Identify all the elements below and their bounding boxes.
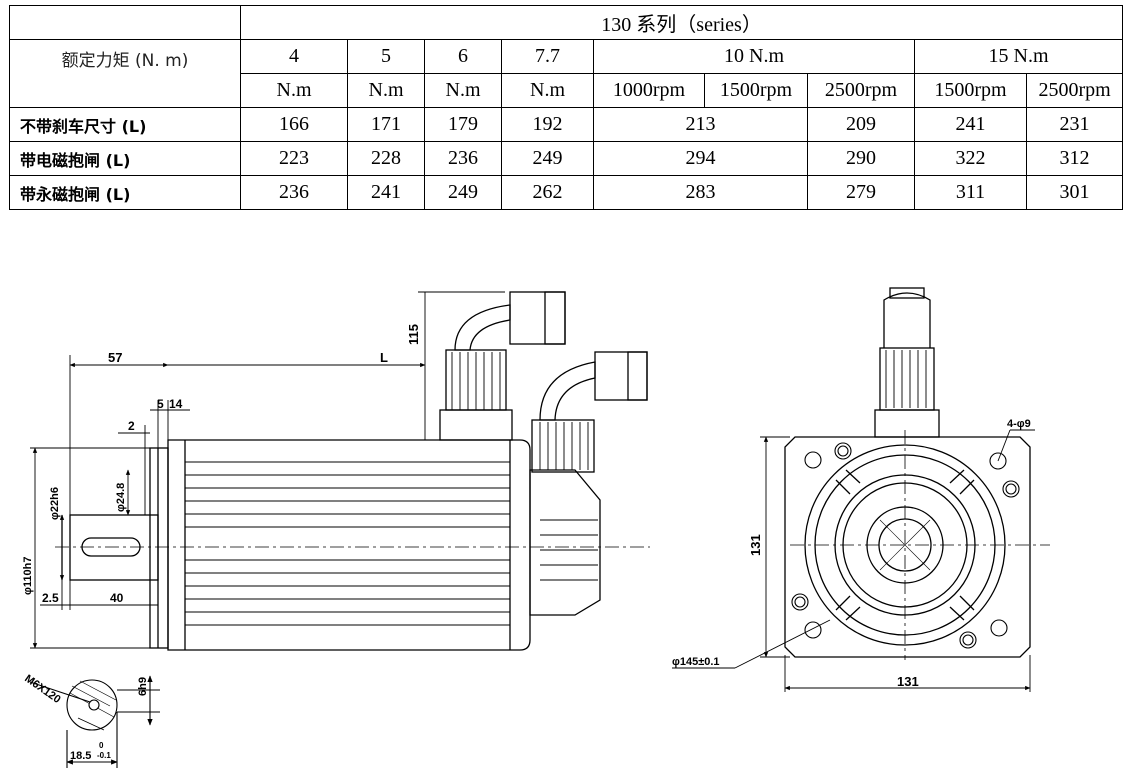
cell: 311 <box>914 175 1027 210</box>
torque-unit: N.m <box>347 73 425 108</box>
shaft <box>69 514 159 581</box>
dim-phi24: φ24.8 <box>115 483 127 512</box>
dim-14: 14 <box>169 397 183 411</box>
cell: 236 <box>424 141 502 176</box>
torque-unit: N.m <box>501 73 594 108</box>
cell: 213 <box>593 107 808 142</box>
dim-57: 57 <box>108 350 122 365</box>
dim-phi110: φ110h7 <box>22 557 34 595</box>
connector-plug-cap <box>627 351 648 401</box>
rpm-header: 1000rpm <box>593 73 705 108</box>
connector-base <box>439 409 513 441</box>
front-dimensions <box>672 429 1035 692</box>
connector-elbow <box>539 361 596 421</box>
cell: 249 <box>501 141 594 176</box>
dim-2-5: 2.5 <box>42 591 59 605</box>
dim-18-5-tol-up: 0 <box>99 741 104 750</box>
cell: 301 <box>1025 175 1124 210</box>
cell: 231 <box>1025 107 1124 142</box>
side-view <box>55 291 650 651</box>
flange <box>149 447 169 649</box>
cell: 322 <box>914 141 1027 176</box>
dim-4-phi9: 4-φ9 <box>1007 418 1031 430</box>
front-connector-knurl-lines <box>885 350 927 408</box>
cell: 283 <box>593 175 808 210</box>
front-connector-base <box>874 409 940 438</box>
connector-knurl-lines <box>451 352 501 410</box>
torque-unit: N.m <box>240 73 348 108</box>
cell: 249 <box>424 175 502 210</box>
dim-L: L <box>380 350 388 365</box>
connector-plug <box>594 351 648 401</box>
front-connector-knurl <box>879 347 935 411</box>
cell: 171 <box>347 107 425 142</box>
dim-phi22: φ22h6 <box>49 487 61 520</box>
cell: 192 <box>501 107 594 142</box>
connector-knurl-lines <box>539 422 589 470</box>
dim-115: 115 <box>406 324 421 345</box>
front-connector-elbow <box>883 292 931 348</box>
motor-body <box>167 439 531 651</box>
dim-6h9: 6h9 <box>137 677 149 696</box>
rpm-header: 1500rpm <box>914 73 1027 108</box>
torque-value: 7.7 <box>501 39 594 74</box>
connector-knurl <box>531 419 595 473</box>
rpm-header: 1500rpm <box>704 73 808 108</box>
dim-18-5: 18.5 <box>70 750 91 762</box>
cell: 209 <box>807 107 915 142</box>
cell: 241 <box>914 107 1027 142</box>
connector-plug <box>509 291 566 345</box>
cell: 166 <box>240 107 348 142</box>
front-flange <box>784 436 1031 658</box>
encoder-housing <box>529 469 601 616</box>
dim-2: 2 <box>128 419 135 433</box>
row-label: 带永磁抱闸 (L) <box>9 175 241 210</box>
dim-131-vertical: 131 <box>748 534 763 556</box>
cooling-fins <box>185 461 510 626</box>
cell: 294 <box>593 141 808 176</box>
rpm-header: 2500rpm <box>807 73 915 108</box>
encoder-ribs <box>540 519 598 581</box>
dim-131-horizontal: 131 <box>897 674 919 689</box>
spec-table: 130 系列（series） 额定力矩 (N. m) 4 5 6 7.7 10 … <box>9 5 1124 210</box>
rpm-header: 2500rpm <box>1025 73 1124 108</box>
front-ring-outer <box>804 444 1006 646</box>
dim-5: 5 <box>157 397 164 411</box>
dim-18-5-tol-dn: -0.1 <box>97 751 111 760</box>
front-view <box>784 287 1050 660</box>
table-row: 带电磁抱闸 (L) 223 228 236 249 294 290 322 31… <box>9 141 1124 176</box>
cell: 241 <box>347 175 425 210</box>
dim-40: 40 <box>110 591 124 605</box>
cell: 290 <box>807 141 915 176</box>
cell: 262 <box>501 175 594 210</box>
torque-value: 4 <box>240 39 348 74</box>
side-dimensions <box>30 291 505 649</box>
connector-elbow <box>454 304 511 351</box>
table-row: 带永磁抱闸 (L) 236 241 249 262 283 279 311 30… <box>9 175 1124 210</box>
row-label: 带电磁抱闸 (L) <box>9 141 241 176</box>
mounting-holes <box>791 442 1020 649</box>
dim-m6: M6X120 <box>22 673 62 706</box>
front-spokes <box>835 469 975 621</box>
shaft-section <box>29 675 160 768</box>
dim-phi145: φ145±0.1 <box>672 656 720 668</box>
shaft-section-circle <box>66 679 118 731</box>
group-10-header: 10 N.m <box>593 39 915 74</box>
group-15-header: 15 N.m <box>913 39 1124 74</box>
connector-plug-cap <box>544 291 566 345</box>
front-connector-cap <box>889 287 925 299</box>
